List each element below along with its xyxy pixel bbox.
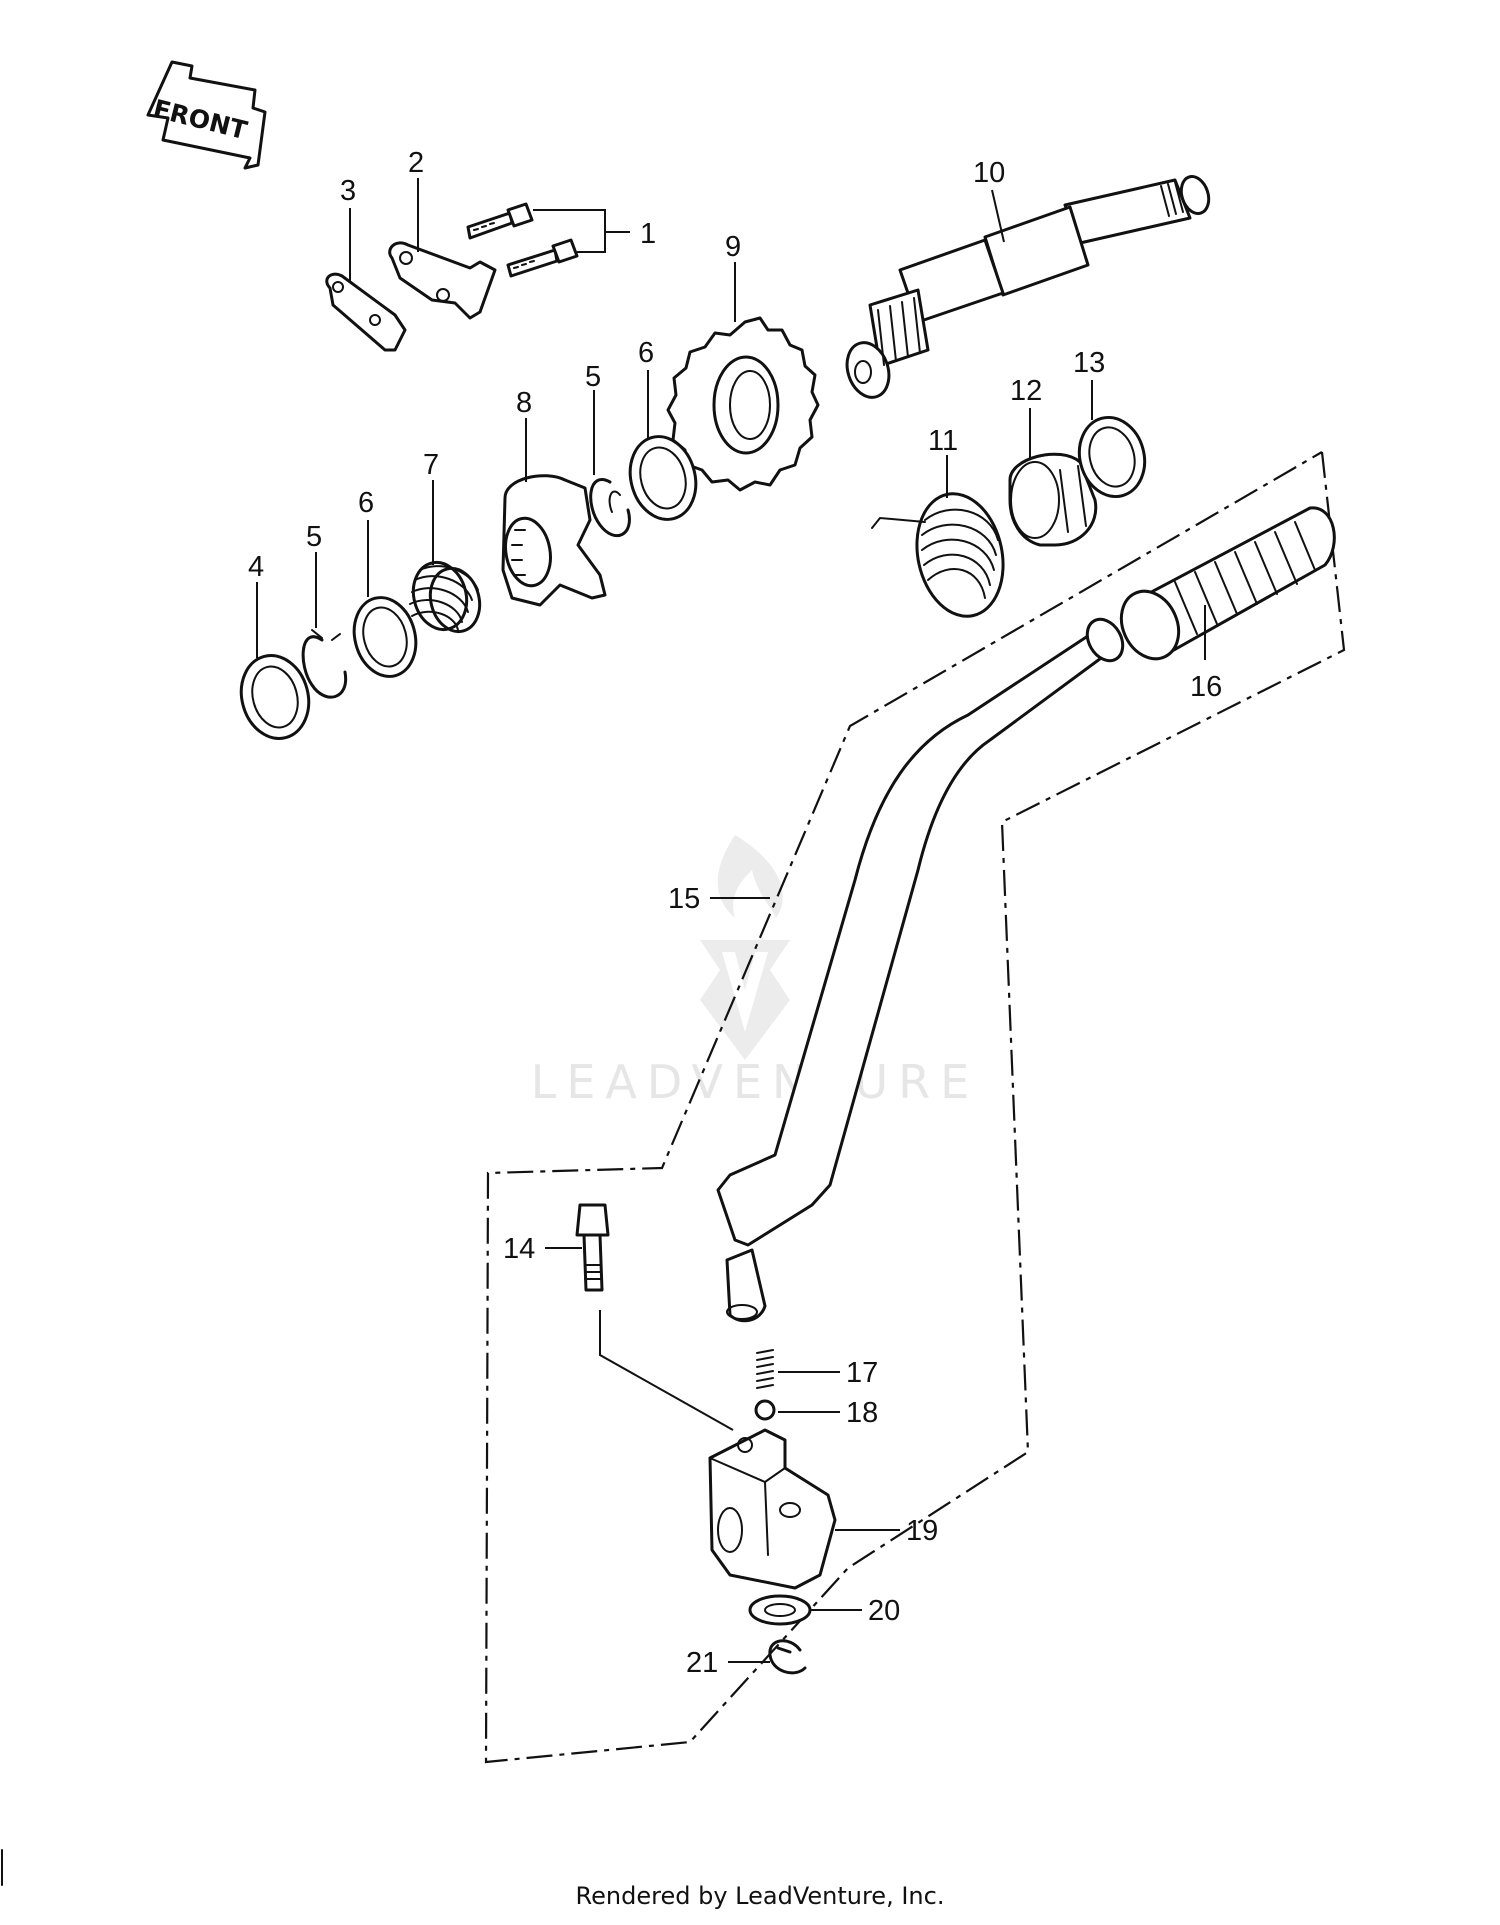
callout-11: 11 <box>928 425 958 457</box>
part-3-lock-plate <box>325 272 407 352</box>
callout-15: 15 <box>668 883 700 915</box>
part-4-washer <box>239 654 311 740</box>
part-11-return-spring <box>871 492 1005 618</box>
callout-2: 2 <box>408 147 424 179</box>
part-8-ratchet <box>501 474 607 607</box>
part-16-pedal-rubber <box>1119 506 1336 661</box>
callout-13: 13 <box>1073 347 1105 379</box>
part-1-bolts <box>466 202 579 278</box>
leadventure-watermark: LEADVENTURE <box>531 835 980 1109</box>
callout-14: 14 <box>503 1233 535 1265</box>
watermark-text: LEADVENTURE <box>531 1055 980 1109</box>
part-17-detent-spring <box>756 1349 774 1389</box>
callout-labels: 1 2 3 4 5 5 6 6 7 8 9 10 11 12 13 14 15 … <box>248 147 1222 1679</box>
callout-17: 17 <box>846 1357 878 1389</box>
callout-5-lower: 5 <box>306 521 322 553</box>
callout-7: 7 <box>423 449 439 481</box>
callout-8: 8 <box>516 387 532 419</box>
callout-16: 16 <box>1190 671 1222 703</box>
callout-18: 18 <box>846 1397 878 1429</box>
callout-20: 20 <box>868 1595 900 1627</box>
callout-4: 4 <box>248 551 264 583</box>
v-logo-icon <box>700 940 790 1060</box>
part-13-washer <box>1077 415 1147 499</box>
part-21-e-clip <box>768 1639 807 1675</box>
footer-credit: Rendered by LeadVenture, Inc. <box>576 1882 945 1910</box>
front-arrow-icon <box>146 60 267 170</box>
bolt-alignment-line <box>599 1310 734 1431</box>
part-6-washer-lower <box>352 596 418 678</box>
part-2-plate <box>388 241 497 320</box>
part-19-pedal-boss <box>708 1428 837 1590</box>
part-15-kick-pedal <box>716 617 1125 1323</box>
part-14-bolt <box>575 1203 610 1292</box>
callout-1: 1 <box>640 218 656 250</box>
callout-3: 3 <box>340 175 356 207</box>
callout-6-upper: 6 <box>638 337 654 369</box>
callout-21: 21 <box>686 1647 718 1679</box>
part-5-circlip-upper <box>589 478 631 538</box>
callout-10: 10 <box>973 157 1005 189</box>
assembly-boundary-line <box>484 451 1346 1764</box>
callout-12: 12 <box>1010 375 1042 407</box>
part-18-steel-ball <box>754 1399 776 1421</box>
part-7-spring <box>409 560 482 634</box>
callout-9: 9 <box>725 231 741 263</box>
part-9-kick-gear <box>666 316 820 492</box>
part-10-kick-shaft <box>845 174 1211 399</box>
callout-6-lower: 6 <box>358 487 374 519</box>
part-5-circlip-lower <box>301 629 348 699</box>
part-12-spring-guide <box>1008 452 1098 547</box>
part-6-washer-upper <box>628 435 698 521</box>
callout-5-upper: 5 <box>585 361 601 393</box>
callout-19: 19 <box>906 1515 938 1547</box>
front-direction-arrow: FRONT <box>146 60 267 170</box>
part-20-washer <box>748 1594 812 1626</box>
callout-leader-10 <box>991 189 1005 243</box>
